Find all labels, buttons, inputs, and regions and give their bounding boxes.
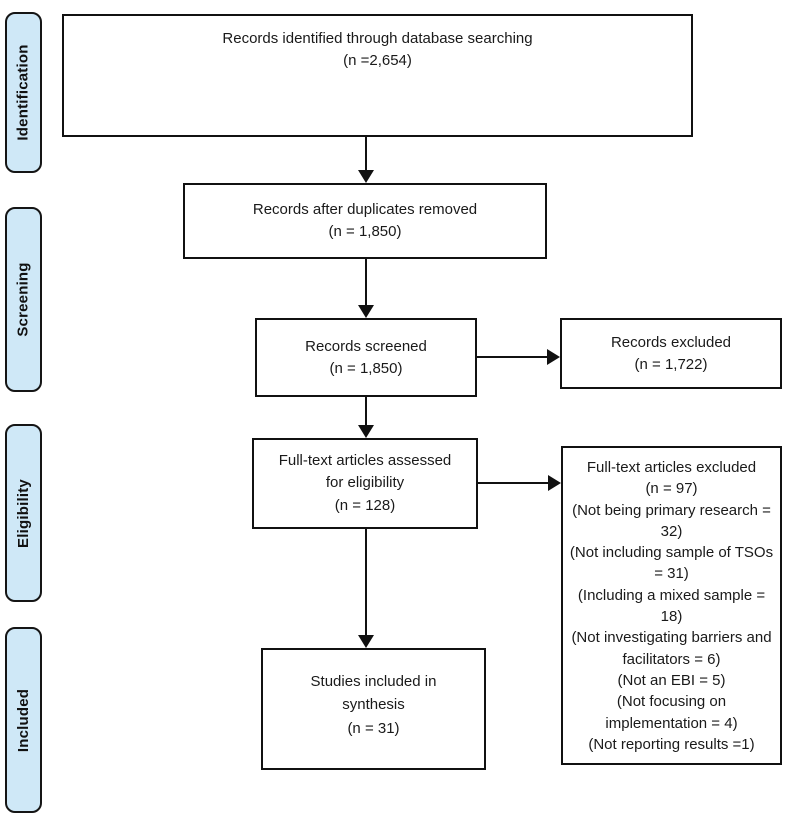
arrow-head-down-icon: [358, 635, 374, 648]
box-text-line: Full-text articles excluded: [586, 459, 757, 476]
stage-label-eligibility: Eligibility: [5, 424, 42, 602]
box-text-line: (n = 1,722): [634, 355, 708, 373]
box-text-line: Records screened: [305, 337, 427, 355]
box-text-line: (n = 128): [334, 496, 396, 514]
arrow-shaft: [365, 397, 367, 427]
stage-label-identification: Identification: [5, 12, 42, 173]
stage-label-identification-text: Identification: [15, 44, 33, 141]
box-text-line: (n = 1,850): [329, 359, 403, 377]
arrow-right-fulltext-to-excluded: [478, 475, 561, 491]
arrow-head-down-icon: [358, 170, 374, 183]
box-text-line: (Not being primary research = 32): [572, 501, 771, 540]
box-records-screened: Records screened (n = 1,850): [255, 318, 477, 397]
box-fulltext-assessed: Full-text articles assessed for eligibili…: [252, 438, 478, 529]
stage-label-screening-text: Screening: [15, 262, 33, 337]
box-studies-included-synthesis: Studies included in synthesis (n = 31): [261, 648, 486, 770]
arrow-right-screened-to-excluded: [477, 349, 560, 365]
box-text-line: Full-text articles assessed: [278, 451, 452, 469]
arrow-head-right-icon: [548, 475, 561, 491]
box-text-line: (n = 31): [347, 719, 400, 737]
arrow-shaft: [365, 259, 367, 307]
box-text-line: (n = 1,850): [328, 223, 402, 240]
box-fulltext-excluded: Full-text articles excluded (n = 97) (Not …: [561, 446, 782, 765]
box-duplicates-removed: Records after duplicates removed (n = 1,8…: [183, 183, 547, 259]
arrow-down-fulltext-to-synthesis: [358, 529, 374, 648]
arrow-shaft: [477, 356, 549, 358]
arrow-down-screened-to-fulltext: [358, 397, 374, 438]
box-text-line: (Not including sample of TSOs = 31): [569, 544, 774, 583]
arrow-head-down-icon: [358, 425, 374, 438]
box-records-identified: Records identified through database sear…: [62, 14, 693, 137]
arrow-down-identified-to-duplicates: [358, 137, 374, 183]
box-text-line: (Not investigating barriers and facilita…: [571, 629, 772, 668]
box-text-line: (Not reporting results =1): [588, 735, 755, 753]
box-text-line: for eligibility: [325, 474, 405, 492]
stage-label-eligibility-text: Eligibility: [15, 478, 32, 548]
arrow-shaft: [478, 482, 550, 484]
arrow-head-right-icon: [547, 349, 560, 365]
box-text-line: (Including a mixed sample = 18): [577, 586, 766, 626]
stage-label-included-text: Included: [15, 688, 32, 752]
box-text-line: synthesis: [342, 696, 405, 714]
stage-label-included: Included: [5, 627, 42, 813]
stage-label-screening: Screening: [5, 207, 42, 392]
box-text-line: Records excluded: [610, 333, 732, 351]
box-text-line: Studies included in: [310, 673, 437, 690]
box-text-line: (Not focusing on implementation = 4): [605, 693, 738, 732]
arrow-shaft: [365, 529, 367, 637]
box-text-line: (Not an EBI = 5): [617, 671, 726, 689]
box-text-line: (n =2,654): [343, 51, 412, 69]
box-text-line: Records after duplicates removed: [252, 201, 478, 219]
arrow-shaft: [365, 137, 367, 172]
arrow-head-down-icon: [358, 305, 374, 318]
arrow-down-duplicates-to-screened: [358, 259, 374, 318]
box-text-line: (n = 97): [645, 480, 698, 498]
box-text-line: Records identified through database sear…: [222, 30, 533, 47]
box-records-excluded: Records excluded (n = 1,722): [560, 318, 782, 389]
